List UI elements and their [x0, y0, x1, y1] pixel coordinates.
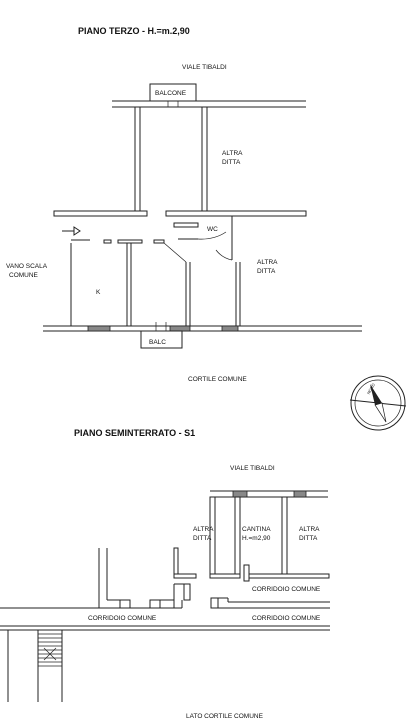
basement-street-label: VIALE TIBALDI: [230, 465, 275, 472]
wall: [209, 573, 241, 579]
third-floor-title: PIANO TERZO - H.=m.2,90: [78, 26, 190, 36]
wc-door-swing: [197, 231, 227, 240]
compass-label: NORD: [366, 382, 376, 395]
altra-ditta-left-line1: ALTRA: [193, 526, 214, 533]
wall: [134, 106, 141, 212]
third-floor-plan: PIANO TERZO - H.=m.2,90 VIALE TIBALDI BA…: [6, 26, 362, 383]
balcony-top-outline: [149, 83, 197, 102]
altra-ditta-1-line2: DITTA: [222, 159, 241, 166]
wall: [117, 239, 143, 244]
balcony-bottom-label: BALC: [149, 339, 166, 346]
corridor-right-2-label: CORRIDOIO COMUNE: [252, 615, 321, 622]
wall: [119, 599, 131, 609]
stair-steps: [38, 633, 62, 667]
window-mark: [232, 490, 248, 498]
corridor-right-1-label: CORRIDOIO COMUNE: [252, 586, 321, 593]
corridor-left-label: CORRIDOIO COMUNE: [88, 615, 157, 622]
wall: [173, 222, 199, 228]
window-mark: [293, 490, 307, 498]
altra-ditta-2-line1: ALTRA: [257, 259, 278, 266]
altra-ditta-left-line2: DITTA: [193, 535, 212, 542]
compass-inner-ring: [354, 379, 402, 427]
balcony-bottom-outline: [140, 330, 183, 349]
altra-ditta-right-line1: ALTRA: [299, 526, 320, 533]
kitchen-label: K: [96, 289, 101, 296]
window-mark: [221, 325, 239, 332]
third-floor-street-label: VIALE TIBALDI: [182, 64, 227, 71]
compass-needle-south: [374, 402, 387, 423]
wall: [201, 106, 208, 212]
balcony-top-label: BALCONE: [155, 90, 187, 97]
wall: [234, 496, 241, 578]
wall: [149, 599, 161, 609]
cantina-line1: CANTINA: [242, 526, 271, 533]
wall: [153, 239, 165, 244]
wall: [165, 210, 307, 217]
cantina-line2: H.=m2,90: [242, 535, 271, 542]
vano-scala-line1: VANO SCALA: [6, 263, 48, 270]
courtyard-side-label: LATO CORTILE COMUNE: [186, 713, 264, 720]
altra-ditta-1-line1: ALTRA: [222, 150, 243, 157]
altra-ditta-right-line2: DITTA: [299, 535, 318, 542]
door-leaf: [163, 242, 187, 263]
window-mark: [87, 325, 111, 332]
wall: [248, 573, 330, 579]
wall: [53, 210, 148, 217]
wall: [173, 573, 197, 579]
door-swing: [215, 249, 233, 261]
basement-floor-plan: PIANO SEMINTERRATO - S1 VIALE TIBALDI AL…: [0, 428, 330, 720]
vano-scala-line2: COMUNE: [9, 272, 39, 279]
courtyard-label: CORTILE COMUNE: [188, 376, 247, 383]
altra-ditta-2-line2: DITTA: [257, 268, 276, 275]
compass-outer-ring: [350, 375, 406, 431]
wall: [103, 239, 112, 244]
basement-title: PIANO SEMINTERRATO - S1: [74, 428, 195, 438]
north-arrow-compass: NORD: [349, 375, 407, 431]
wall: [243, 564, 250, 582]
wall: [281, 496, 288, 578]
wc-label: WC: [207, 226, 218, 233]
compass-needle-north: [370, 384, 382, 405]
entrance-arrow-head: [73, 226, 81, 236]
wall: [183, 583, 191, 601]
wall: [210, 597, 219, 609]
window-mark: [169, 325, 191, 332]
